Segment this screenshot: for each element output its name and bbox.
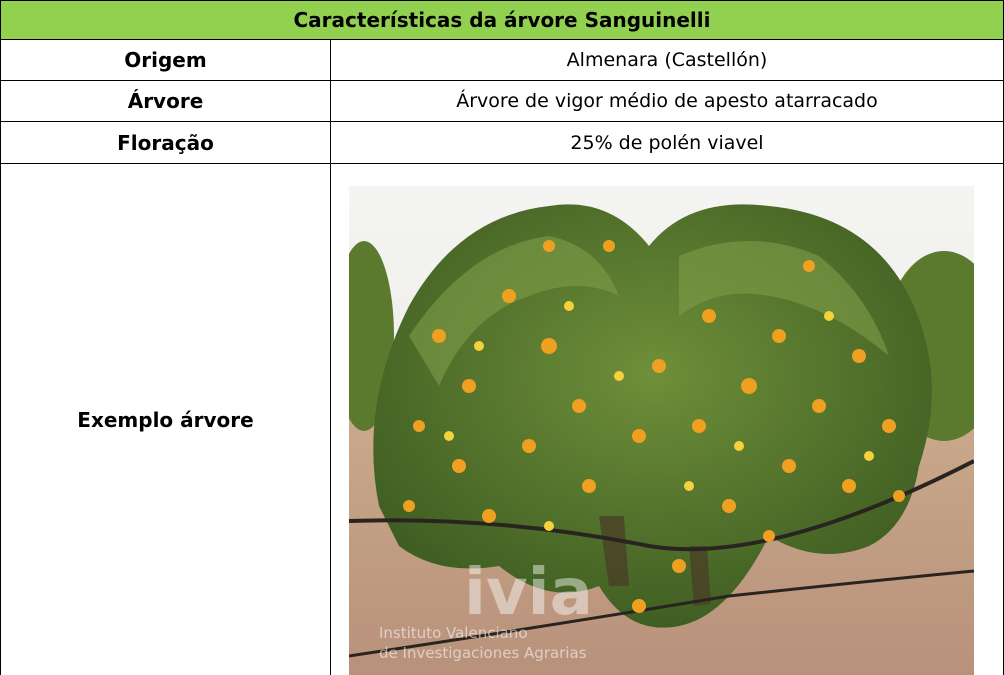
table-row: Árvore Árvore de vigor médio de apesto a… xyxy=(0,81,1004,122)
watermark-line1: Instituto Valenciano xyxy=(379,624,528,642)
row-label: Árvore xyxy=(1,81,331,121)
row-label: Exemplo árvore xyxy=(1,164,331,675)
row-value: 25% de polén viavel xyxy=(570,131,764,154)
row-label: Floração xyxy=(1,122,331,163)
table-title: Características da árvore Sanguinelli xyxy=(0,0,1004,40)
row-label: Origem xyxy=(1,40,331,80)
orange-tree-photo: ivia Instituto Valenciano de Investigaci… xyxy=(349,186,974,675)
row-value: Árvore de vigor médio de apesto atarraca… xyxy=(456,90,878,112)
watermark-line2: de Investigaciones Agrarias xyxy=(379,644,587,662)
watermark-logo: ivia xyxy=(464,556,593,630)
table-row: Origem Almenara (Castellón) xyxy=(0,40,1004,81)
table-row: Floração 25% de polén viavel xyxy=(0,122,1004,164)
row-value: Almenara (Castellón) xyxy=(566,49,768,71)
